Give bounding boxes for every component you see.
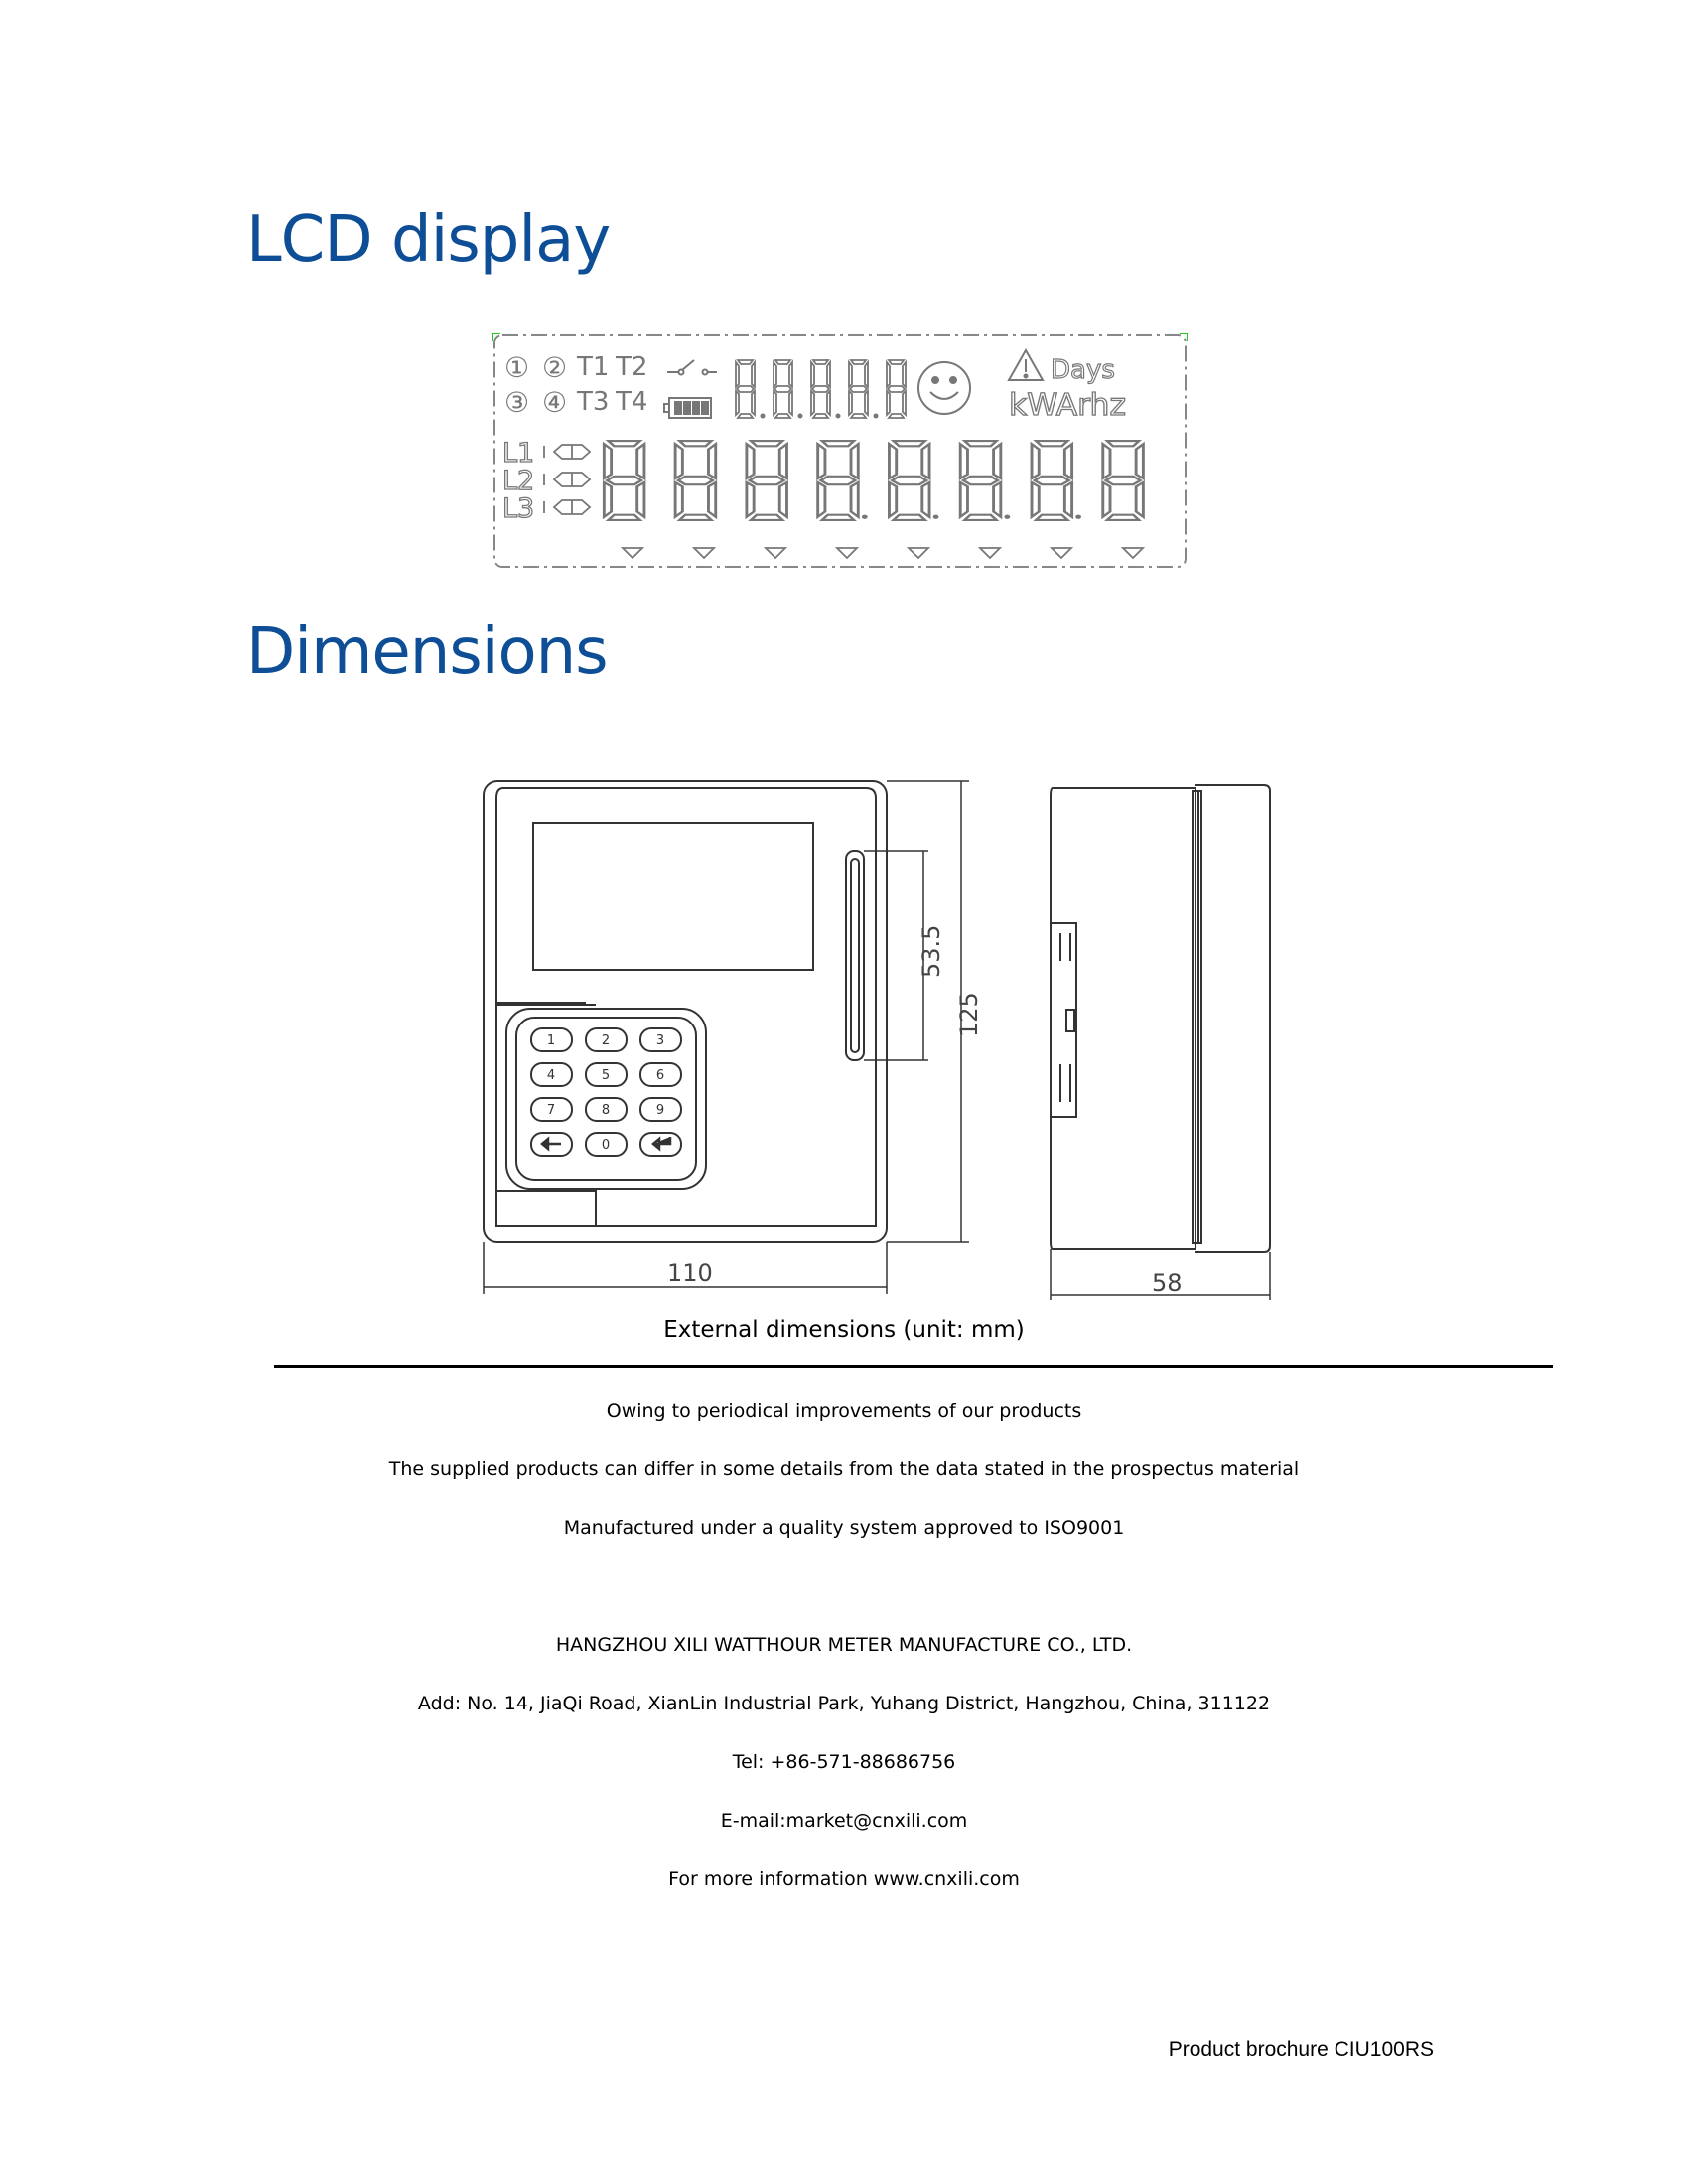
tariff-t4: T4 xyxy=(615,387,647,417)
key-7: 7 xyxy=(547,1103,555,1118)
dimensions-diagram: 1 2 3 4 5 6 7 8 9 0 53.5 125 110 xyxy=(483,780,1271,1300)
dimensions-caption: External dimensions (unit: mm) xyxy=(663,1317,1025,1343)
indicator-triangle-icon xyxy=(620,547,1146,560)
dim-total-height: 125 xyxy=(955,992,983,1037)
battery-icon xyxy=(663,397,712,419)
notice-3: Manufactured under a quality system appr… xyxy=(563,1517,1125,1539)
back-arrow-icon xyxy=(540,1136,561,1152)
company-name: HANGZHOU XILI WATTHOUR METER MANUFACTURE… xyxy=(555,1634,1133,1656)
lcd-display-heading: LCD display xyxy=(246,204,611,277)
phase-l3: L3 xyxy=(502,493,534,524)
notice-2: The supplied products can differ in some… xyxy=(388,1458,1300,1480)
direction-arrow-icon xyxy=(543,444,592,515)
circled-4: ④ xyxy=(542,386,567,419)
tariff-t3: T3 xyxy=(576,387,609,417)
company-address: Add: No. 14, JiaQi Road, XianLin Industr… xyxy=(417,1693,1271,1714)
dim-slot-height: 53.5 xyxy=(917,925,945,978)
circled-2: ② xyxy=(542,351,567,384)
smiley-icon xyxy=(917,361,971,415)
dim-width: 110 xyxy=(667,1259,713,1287)
dimensions-heading: Dimensions xyxy=(246,615,609,689)
company-email: E-mail:market@cnxili.com xyxy=(720,1810,968,1832)
warning-icon xyxy=(1007,347,1045,381)
key-9: 9 xyxy=(656,1103,664,1118)
key-4: 4 xyxy=(547,1068,555,1083)
divider xyxy=(274,1365,1553,1368)
key-5: 5 xyxy=(602,1068,610,1083)
key-6: 6 xyxy=(656,1068,664,1083)
key-1: 1 xyxy=(547,1033,555,1048)
phase-l1: L1 xyxy=(502,438,534,469)
key-8: 8 xyxy=(602,1103,610,1118)
key-0: 0 xyxy=(602,1138,610,1153)
lcd-panel-diagram: ① ② ③ ④ T1 T2 T3 T4 Days kWArhz L1 L2 L3 xyxy=(492,333,1188,568)
enter-arrow-icon xyxy=(651,1136,672,1152)
company-tel: Tel: +86-571-88686756 xyxy=(732,1751,956,1773)
key-3: 3 xyxy=(656,1033,664,1048)
key-2: 2 xyxy=(602,1033,610,1048)
switch-icon xyxy=(667,359,717,376)
dim-depth: 58 xyxy=(1152,1269,1183,1297)
tariff-t1: T1 xyxy=(576,352,609,382)
tariff-t2: T2 xyxy=(615,352,647,382)
company-website: For more information www.cnxili.com xyxy=(668,1868,1020,1890)
circled-1: ① xyxy=(504,351,529,384)
keypad xyxy=(530,1027,682,1157)
brochure-label: Product brochure CIU100RS xyxy=(1168,2038,1434,2061)
units-label: kWArhz xyxy=(1009,388,1126,423)
phase-l2: L2 xyxy=(502,466,534,496)
notice-1: Owing to periodical improvements of our … xyxy=(606,1400,1082,1422)
days-label: Days xyxy=(1051,355,1115,385)
circled-3: ③ xyxy=(504,386,529,419)
